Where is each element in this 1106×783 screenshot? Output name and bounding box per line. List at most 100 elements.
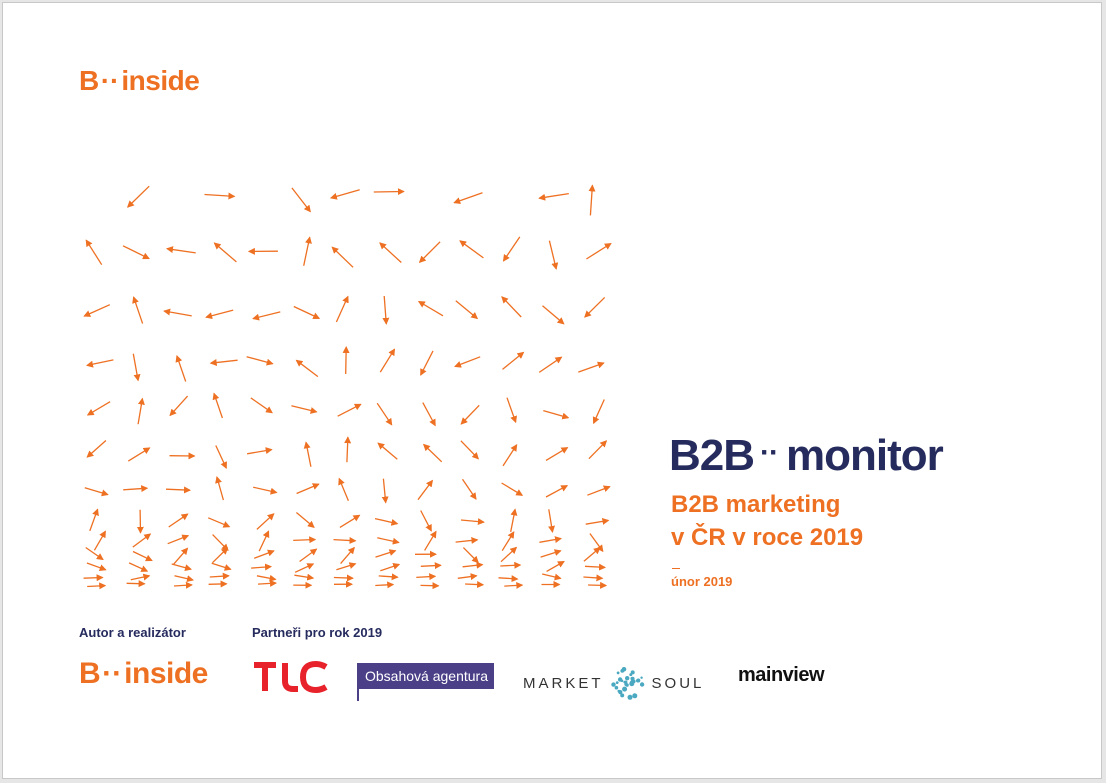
arrow-mark: [460, 440, 479, 460]
dot-mark: [639, 676, 643, 679]
arrow-mark: [455, 300, 479, 320]
arrow-mark: [588, 184, 596, 216]
dot-mark: [635, 678, 640, 683]
arrow-mark: [246, 356, 274, 366]
arrow-mark: [342, 346, 350, 375]
arrow-mark: [589, 533, 604, 553]
arrow-mark: [87, 582, 107, 590]
arrow-mark: [502, 351, 525, 370]
dot-mark: [621, 667, 626, 672]
arrow-mark: [86, 401, 111, 416]
tlc-logo: [252, 660, 330, 698]
arrow-mark: [378, 573, 399, 581]
arrow-mark: [167, 534, 190, 545]
logo-word: inside: [124, 657, 208, 690]
arrow-mark: [205, 309, 234, 320]
arrow-mark: [501, 296, 522, 318]
arrow-mark: [382, 295, 390, 325]
arrow-mark: [455, 536, 479, 544]
arrow-mark: [208, 580, 228, 588]
arrow-mark: [375, 581, 395, 589]
arrow-mark: [578, 361, 605, 373]
arrow-mark: [253, 486, 278, 495]
arrow-mark: [501, 482, 524, 496]
logo-dots: ··: [102, 657, 123, 690]
arrow-mark: [246, 447, 273, 455]
arrow-mark: [296, 483, 320, 495]
arrow-mark: [173, 581, 193, 589]
arrow-mark: [166, 246, 196, 254]
mainview-logo: mainview: [738, 664, 825, 686]
arrow-mark: [510, 508, 518, 533]
dot-mark: [639, 682, 644, 687]
arrow-mark: [344, 436, 352, 463]
arrow-mark: [257, 579, 277, 587]
arrow-mark: [377, 442, 398, 460]
date-rule: [672, 568, 680, 569]
arrow-mark: [504, 581, 524, 589]
soul-word: SOUL: [651, 674, 705, 692]
arrow-mark: [540, 549, 562, 558]
arrow-mark: [462, 547, 479, 564]
arrow-mark: [93, 530, 106, 551]
dot-mark: [621, 686, 627, 692]
arrow-mark: [295, 512, 315, 528]
arrow-mark: [252, 311, 281, 321]
arrow-mark: [461, 478, 477, 500]
arrow-mark: [460, 404, 480, 425]
dot-mark: [610, 682, 616, 687]
arrow-mark: [293, 305, 321, 320]
arrow-mark: [374, 517, 399, 526]
arrow-mark: [420, 562, 442, 570]
arrow-mark: [539, 536, 562, 543]
title-b2b: B2B: [669, 431, 755, 480]
arrow-mark: [502, 236, 521, 262]
arrow-mark: [169, 395, 189, 417]
arrow-mark: [380, 563, 401, 572]
arrow-mark: [420, 510, 432, 532]
arrow-mark: [132, 533, 152, 548]
arrow-mark: [213, 242, 237, 263]
arrow-mark: [498, 575, 519, 583]
arrow-mark: [502, 444, 518, 467]
logo-letter: B: [79, 65, 99, 96]
arrow-mark: [333, 536, 357, 544]
arrow-mark: [86, 440, 107, 458]
arrow-mark: [417, 300, 444, 317]
dot-mark: [617, 690, 622, 695]
arrow-mark: [211, 562, 232, 571]
author-label: Autor a realizátor: [79, 625, 186, 640]
market-soul-dots-icon: [610, 667, 644, 700]
arrow-mark: [376, 402, 393, 426]
arrow-mark: [548, 509, 555, 533]
arrow-mark: [501, 531, 515, 552]
arrow-mark: [295, 359, 319, 378]
arrow-mark: [126, 185, 150, 208]
arrow-mark: [212, 547, 229, 564]
arrow-mark: [250, 397, 273, 414]
arrow-mark: [258, 530, 270, 552]
arrow-mark: [500, 561, 522, 569]
market-word: MARKET: [523, 674, 604, 692]
arrow-mark: [417, 479, 433, 501]
arrow-mark: [338, 477, 350, 501]
arrow-mark: [375, 549, 397, 558]
arrow-mark: [84, 487, 109, 497]
arrow-mark: [86, 359, 114, 368]
arrow-mark: [339, 514, 361, 528]
arrow-mark: [584, 563, 606, 571]
dot-mark: [615, 681, 619, 684]
arrow-mark: [329, 189, 360, 200]
arrow-mark: [588, 440, 608, 460]
arrow-mark: [379, 348, 396, 373]
arrow-mark: [294, 573, 315, 581]
arrow-mark: [175, 354, 187, 382]
arrow-mark: [538, 192, 569, 201]
arrow-mark: [337, 403, 362, 417]
subtitle-line-2: v ČR v roce 2019: [671, 524, 864, 551]
arrow-mark: [137, 397, 145, 425]
dot-mark: [631, 693, 637, 699]
arrow-mark: [506, 397, 517, 424]
arrow-mark: [215, 476, 225, 501]
dot-mark: [627, 694, 633, 700]
